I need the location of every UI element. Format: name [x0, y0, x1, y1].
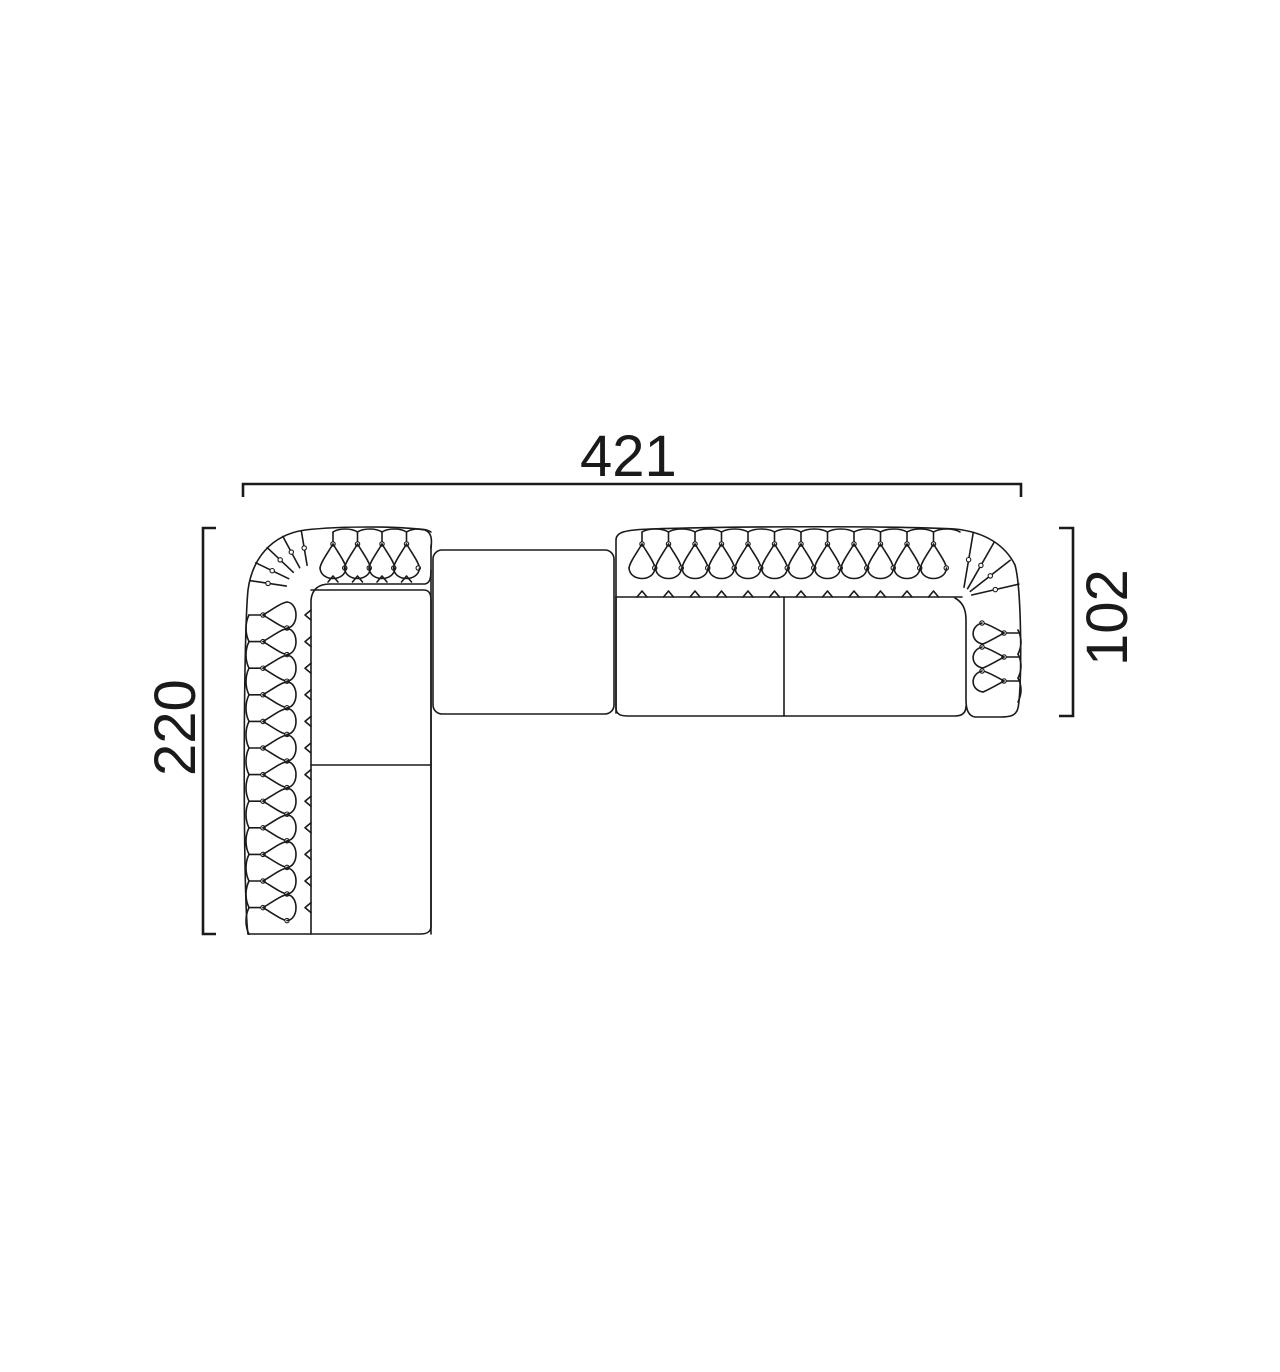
dimension-right-depth-line — [1059, 526, 1075, 718]
left-corner-module — [243, 526, 433, 935]
dimension-width-label: 421 — [580, 424, 677, 489]
right-sofa-module — [615, 525, 1022, 718]
dimension-left-depth-label: 220 — [143, 679, 208, 776]
middle-seat-module — [432, 549, 615, 715]
dimension-width-line — [241, 482, 1023, 497]
dimension-right-depth-label: 102 — [1075, 569, 1140, 666]
dimension-left-depth-line — [201, 526, 216, 936]
